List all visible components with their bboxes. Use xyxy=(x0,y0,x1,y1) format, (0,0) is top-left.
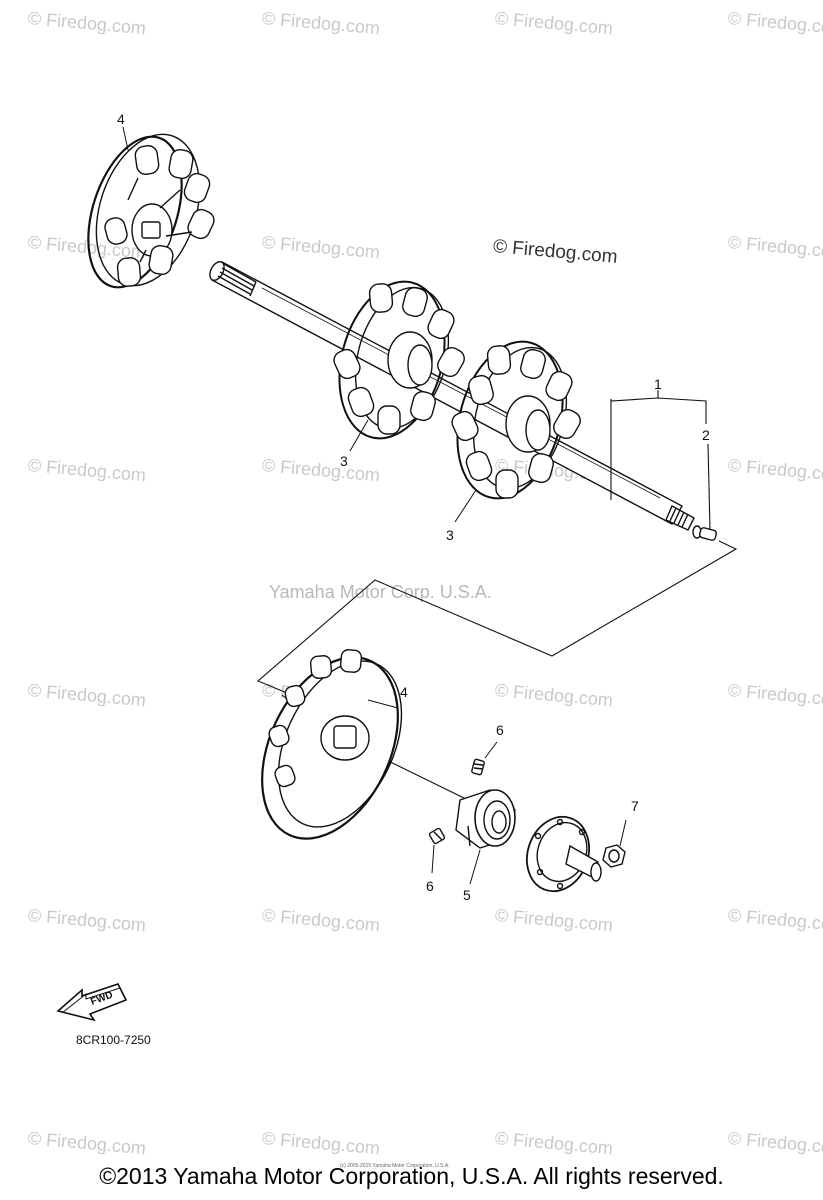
drive-sprocket-top xyxy=(87,133,215,289)
callout-3-right: 3 xyxy=(446,527,454,543)
callout-bracket xyxy=(610,390,711,531)
callout-2: 2 xyxy=(702,427,710,443)
center-watermark: Yamaha Motor Corp. U.S.A. xyxy=(269,582,492,602)
flange-hub xyxy=(526,815,602,893)
callout-4-bottom: 4 xyxy=(400,684,408,700)
callout-5: 5 xyxy=(463,887,471,903)
bearing xyxy=(455,789,516,849)
track-sprocket-right xyxy=(451,340,581,500)
nut xyxy=(602,819,627,868)
set-screw-top xyxy=(471,741,498,776)
track-sprocket-left xyxy=(333,280,465,440)
callout-4-top: 4 xyxy=(117,111,125,127)
callout-7: 7 xyxy=(631,798,639,814)
callout-3-left: 3 xyxy=(340,453,348,469)
small-copyright: (c) 2005-2015 Yamaha Motor Corporation, … xyxy=(340,1163,450,1169)
drive-shaft xyxy=(209,261,695,531)
drive-sprocket-bottom xyxy=(261,649,403,840)
set-screw-bottom xyxy=(428,827,446,874)
copyright-footer: ©2013 Yamaha Motor Corporation, U.S.A. A… xyxy=(99,1163,724,1189)
fwd-arrow-icon xyxy=(56,983,128,1022)
part-code: 8CR100-7250 xyxy=(76,1033,151,1047)
callout-6-top: 6 xyxy=(496,722,504,738)
washer xyxy=(692,525,718,541)
callout-1: 1 xyxy=(654,376,662,392)
callout-6-bottom: 6 xyxy=(426,878,434,894)
